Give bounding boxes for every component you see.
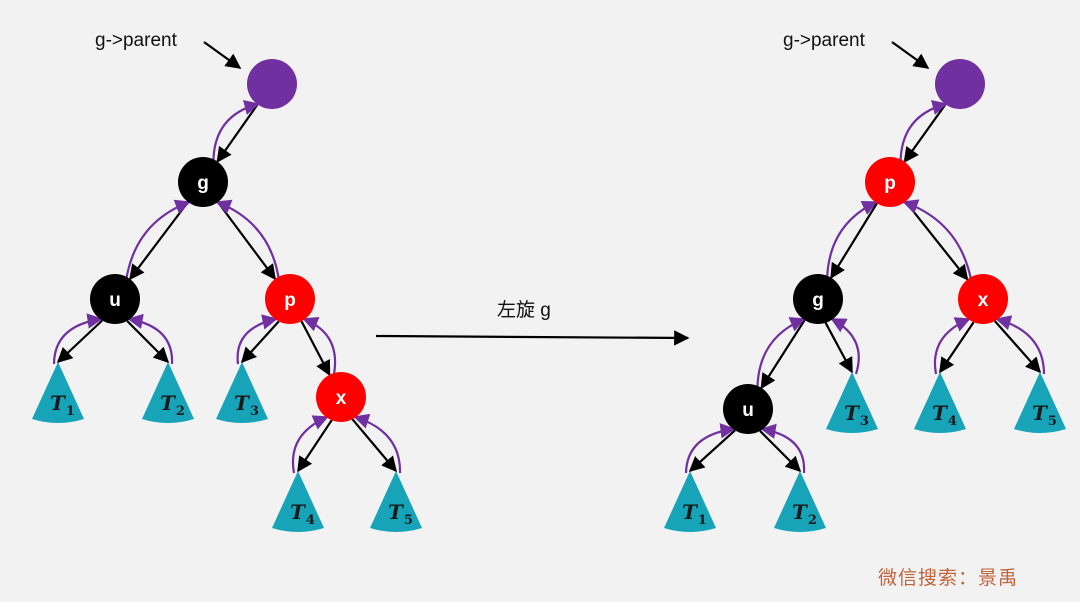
- node-circle: [793, 274, 843, 324]
- left-parent-pointer-label: g->parent: [95, 30, 178, 51]
- child-pointer-edge: [824, 322, 853, 374]
- parent-pointer-edge: [353, 413, 402, 474]
- left-pointer-arrow: [203, 41, 242, 69]
- node-circle: [265, 274, 315, 324]
- node-label: u: [742, 400, 754, 421]
- child-pointer-edge: [939, 321, 975, 374]
- tree-node-p: p: [265, 274, 315, 324]
- subtree-T4: T4: [914, 372, 966, 433]
- parent-pointer-edge: [127, 313, 174, 365]
- child-pointer-edge: [126, 320, 170, 364]
- parent-pointer-edge: [830, 318, 860, 375]
- right-pointer-arrow: [891, 41, 930, 69]
- subtree-triangle: [1014, 372, 1066, 433]
- right-parent-pointer-label: g->parent: [783, 30, 866, 51]
- parent-pointer-edge: [215, 199, 281, 282]
- child-pointer-edge: [904, 200, 969, 281]
- parent-pointer-edge: [684, 423, 736, 474]
- parent-pointer-edge: [826, 201, 878, 280]
- subtree-triangle: [664, 471, 716, 532]
- subtree-triangle: [272, 471, 324, 532]
- child-pointer-edge: [129, 201, 189, 281]
- subtree-T4: T4: [272, 471, 324, 532]
- tree-node-u: u: [723, 384, 773, 434]
- node-label: p: [884, 173, 896, 194]
- node-circle: [178, 157, 228, 207]
- node-label: p: [284, 290, 296, 311]
- subtree-T2: T2: [142, 362, 194, 423]
- child-pointer-edge: [830, 202, 878, 280]
- subtree-T2: T2: [774, 471, 826, 532]
- node-circle: [90, 274, 140, 324]
- subtree-triangle: [774, 471, 826, 532]
- subtree-triangle: [216, 362, 268, 423]
- node-circle: [316, 372, 366, 422]
- parent-pointer-edge: [291, 415, 329, 474]
- parent-pointer-edge: [756, 317, 806, 390]
- subtree-triangle: [370, 471, 422, 532]
- parent-pointer-edge: [902, 199, 973, 282]
- parent-pointer-edge: [236, 314, 278, 365]
- node-label: u: [109, 290, 121, 311]
- child-pointer-edge: [760, 319, 806, 390]
- tree-node-g: g: [178, 157, 228, 207]
- subtree-T5: T5: [1014, 372, 1066, 433]
- subtree-T5: T5: [370, 471, 422, 532]
- subtree-triangle: [142, 362, 194, 423]
- parent-pointer-edge: [760, 423, 806, 474]
- grandparent-node: [247, 59, 297, 109]
- node-label: g: [812, 290, 824, 311]
- node-circle: [935, 59, 985, 109]
- child-pointer-edge: [759, 430, 802, 473]
- labels-layer: g->parent g->parent 左旋 g: [95, 30, 866, 321]
- tree-node-u: u: [90, 274, 140, 324]
- watermark: 微信搜索：景禹: [877, 567, 1018, 589]
- subtree-label: T4: [932, 401, 957, 429]
- parent-pointer-edge: [52, 313, 103, 365]
- operation-label: 左旋 g: [497, 299, 551, 321]
- child-pointer-edge: [297, 419, 333, 473]
- subtree-T3: T3: [216, 362, 268, 423]
- rotation-arrow: [375, 330, 690, 346]
- parent-pointer-edge: [995, 315, 1046, 375]
- subtree-T3: T3: [826, 372, 878, 433]
- node-circle: [247, 59, 297, 109]
- subtree-triangle: [32, 362, 84, 423]
- parent-pointer-edge: [124, 199, 191, 282]
- node-label: g: [197, 173, 209, 194]
- edges-layer: [52, 41, 1046, 474]
- parent-pointer-edge: [302, 316, 337, 378]
- child-pointer-edge: [56, 319, 103, 364]
- parent-pointer-edge: [933, 317, 971, 375]
- parent-pointer-edge: [212, 100, 260, 164]
- node-label: x: [336, 388, 347, 409]
- tree-node-p: p: [865, 157, 915, 207]
- tree-node-x: x: [958, 274, 1008, 324]
- parent-pointer-edge: [899, 99, 948, 164]
- node-label: x: [978, 290, 989, 311]
- node-circle: [865, 157, 915, 207]
- subtree-T1: T1: [664, 471, 716, 532]
- child-pointer-edge: [688, 429, 736, 473]
- subtree-T1: T1: [32, 362, 84, 423]
- child-pointer-edge: [240, 320, 280, 364]
- child-pointer-edge: [217, 201, 277, 281]
- subtree-triangle: [826, 372, 878, 433]
- grandparent-node: [935, 59, 985, 109]
- node-circle: [723, 384, 773, 434]
- subtree-triangle: [914, 372, 966, 433]
- node-circle: [958, 274, 1008, 324]
- tree-node-x: x: [316, 372, 366, 422]
- tree-node-g: g: [793, 274, 843, 324]
- child-pointer-edge: [300, 320, 331, 377]
- child-pointer-edge: [351, 418, 397, 473]
